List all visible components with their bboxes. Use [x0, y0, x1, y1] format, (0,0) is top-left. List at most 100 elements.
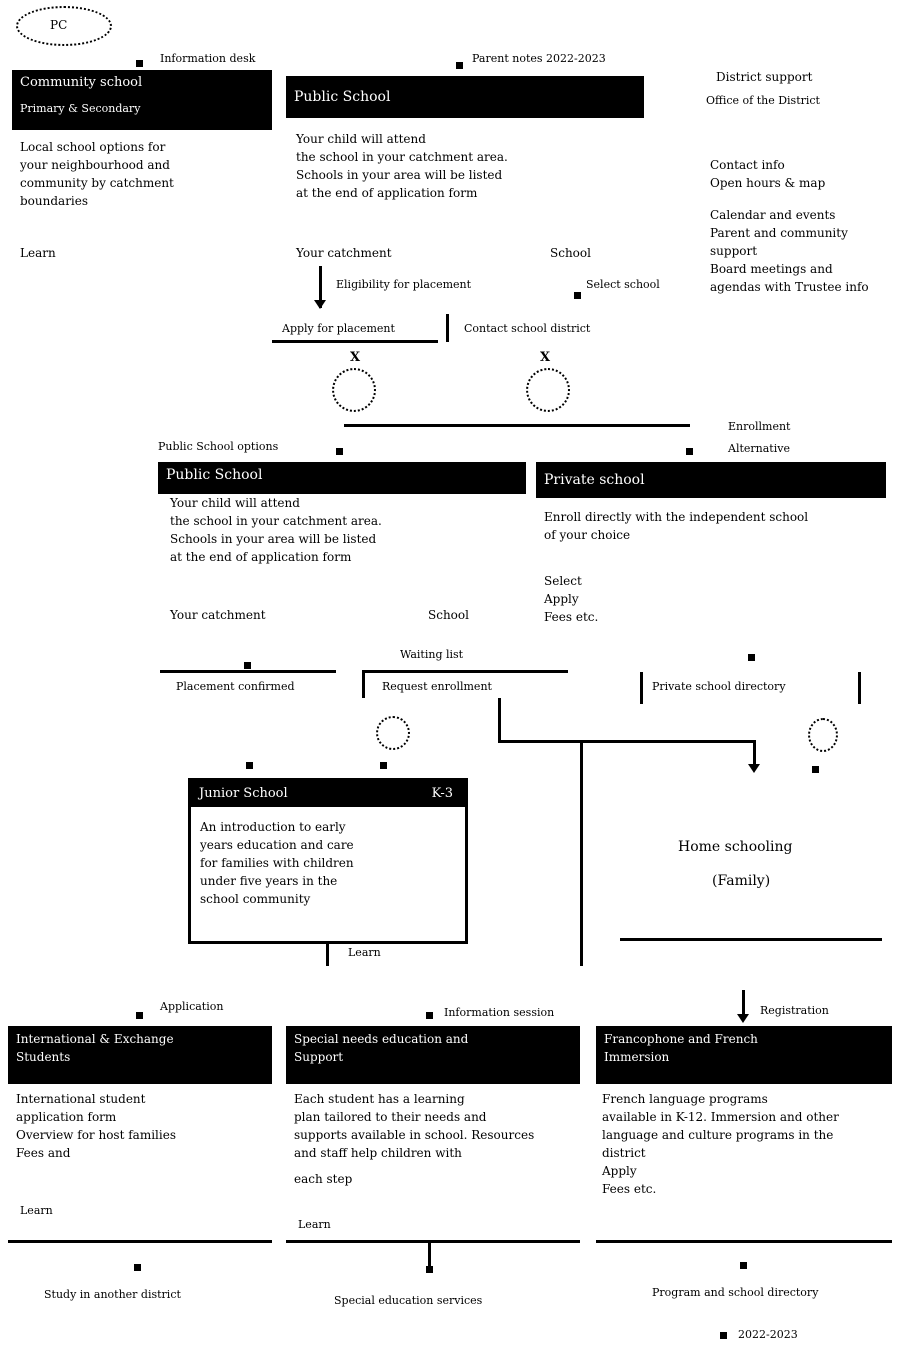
header-line: International & Exchange	[16, 1032, 174, 1046]
placement-confirmed-link[interactable]: Placement confirmed	[176, 680, 295, 693]
connector	[742, 990, 745, 1018]
body-line: boundaries	[20, 194, 89, 208]
note-dot	[426, 1266, 433, 1273]
connector	[428, 1242, 431, 1268]
private-directory-link[interactable]: Private school directory	[652, 680, 786, 693]
note-dot	[740, 1262, 747, 1269]
international-caption: Study in another district	[44, 1288, 181, 1301]
select-school-label: Select school	[586, 278, 660, 291]
contact-district-link[interactable]: Contact school district	[464, 322, 591, 335]
body-line: Fees and	[16, 1146, 71, 1160]
list-item: Apply	[602, 1164, 637, 1178]
special-needs-caption: Special education services	[334, 1294, 483, 1307]
mid-public-school-header[interactable]: Public School	[158, 462, 526, 494]
body-line: plan tailored to their needs and	[294, 1110, 487, 1124]
header-line: Special needs education and	[294, 1032, 469, 1046]
school-label: School	[428, 608, 469, 622]
note-dot	[246, 762, 253, 769]
bar	[272, 340, 438, 343]
loop-circle	[332, 368, 376, 412]
body-line: An introduction to early	[200, 820, 346, 834]
note-dot	[720, 1332, 727, 1339]
junior-school-header: Junior School K-3	[191, 781, 465, 807]
note-dot	[336, 448, 343, 455]
body-line: French language programs	[602, 1092, 768, 1106]
left-panel-header[interactable]: Community school Primary & Secondary	[12, 70, 272, 130]
international-header[interactable]: International & Exchange Students	[8, 1026, 272, 1084]
francophone-body: French language programs available in K-…	[602, 1090, 892, 1198]
home-schooling-subtitle: (Family)	[712, 873, 771, 889]
catchment-label: Your catchment	[170, 608, 266, 622]
body-line: International student	[16, 1092, 146, 1106]
body-line: of your choice	[544, 528, 631, 542]
list-item: Select	[544, 574, 582, 588]
home-schooling-title: Home schooling	[678, 839, 793, 855]
right-panel-item: Board meetings and	[710, 262, 833, 276]
note-dot	[380, 762, 387, 769]
bar	[620, 938, 882, 941]
catchment-label: Your catchment	[296, 246, 392, 260]
special-needs-header[interactable]: Special needs education and Support	[286, 1026, 580, 1084]
waiting-list-label: Waiting list	[400, 648, 464, 661]
junior-school-title: Junior School	[199, 786, 288, 801]
note-dot	[244, 662, 251, 669]
header-line: Francophone and French	[604, 1032, 758, 1046]
footer-text: 2022-2023	[738, 1328, 798, 1341]
header-line: Students	[16, 1050, 71, 1064]
private-school-body: Enroll directly with the independent sch…	[544, 508, 884, 544]
left-panel-learn-link[interactable]: Learn	[20, 246, 56, 260]
right-panel-item: Calendar and events	[710, 208, 836, 222]
international-learn-link[interactable]: Learn	[20, 1204, 53, 1217]
note-dot	[426, 1012, 433, 1019]
bar	[362, 670, 568, 673]
body-line: available in K-12. Immersion and other	[602, 1110, 839, 1124]
top-note-right: Parent notes 2022-2023	[472, 52, 606, 65]
apply-placement-link[interactable]: Apply for placement	[282, 322, 395, 335]
note-dot	[574, 292, 581, 299]
request-enrollment-link[interactable]: Request enrollment	[382, 680, 492, 693]
bottom-col1-label: Application	[160, 1000, 224, 1013]
loop-circle	[376, 716, 410, 750]
right-panel-list: Contact info Open hours & map Calendar a…	[710, 156, 898, 296]
bar	[8, 1240, 272, 1243]
bar	[596, 1240, 892, 1243]
body-line: supports available in school. Resources	[294, 1128, 535, 1142]
note-dot	[748, 654, 755, 661]
public-options-caption: Public School options	[158, 440, 279, 453]
body-line: application form	[16, 1110, 117, 1124]
mid-public-school-body: Your child will attend the school in you…	[170, 494, 520, 566]
body-line: Your child will attend	[296, 132, 426, 146]
junior-school-learn-link[interactable]: Learn	[348, 946, 381, 959]
francophone-header[interactable]: Francophone and French Immersion	[596, 1026, 892, 1084]
body-line: and staff help children with	[294, 1146, 462, 1160]
private-school-header[interactable]: Private school	[536, 462, 886, 498]
divider	[446, 314, 449, 342]
eligibility-label: Eligibility for placement	[336, 278, 472, 291]
header-line: Immersion	[604, 1050, 670, 1064]
body-line: at the end of application form	[296, 186, 478, 200]
body-line: Enroll directly with the independent sch…	[544, 510, 809, 524]
note-dot	[812, 766, 819, 773]
body-line: your neighbourhood and	[20, 158, 170, 172]
special-needs-learn-link[interactable]: Learn	[298, 1218, 331, 1231]
body-line: the school in your catchment area.	[170, 514, 382, 528]
note-dot	[136, 1012, 143, 1019]
left-panel-body: Local school options for your neighbourh…	[20, 138, 270, 210]
note-dot	[136, 60, 143, 67]
note-dot	[686, 448, 693, 455]
divider	[362, 670, 365, 698]
body-line: school community	[200, 892, 311, 906]
top-center-header[interactable]: Public School	[286, 76, 644, 118]
body-line: district	[602, 1146, 646, 1160]
alternative-caption: Alternative	[728, 442, 790, 455]
right-panel-item: Parent and community	[710, 226, 848, 240]
connector	[498, 698, 501, 742]
right-panel-item: support	[710, 244, 758, 258]
body-line: Schools in your area will be listed	[170, 532, 377, 546]
enrollment-caption: Enrollment	[728, 420, 791, 433]
list-item: Fees etc.	[544, 610, 599, 624]
x-mark-icon: X	[540, 350, 551, 365]
list-item: Apply	[544, 592, 579, 606]
special-needs-body: Each student has a learning plan tailore…	[294, 1090, 580, 1188]
francophone-caption: Program and school directory	[652, 1286, 819, 1299]
